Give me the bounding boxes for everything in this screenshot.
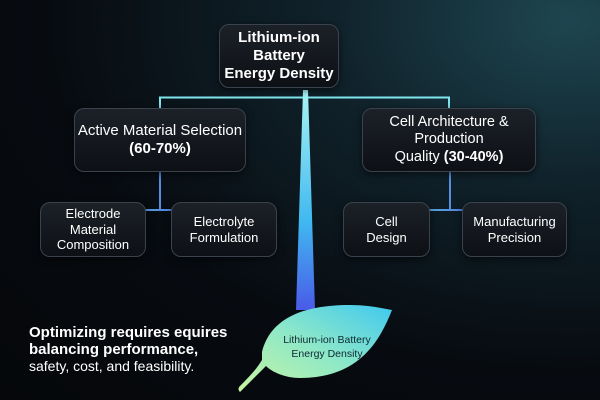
root-title-line2: Energy Density bbox=[224, 65, 334, 82]
note-line1: Optimizing requires equires bbox=[29, 324, 228, 341]
branch-title: Cell Architecture & Production bbox=[389, 113, 509, 148]
branch-share: (30-40%) bbox=[443, 148, 504, 165]
node-label: Precision bbox=[487, 229, 542, 245]
branch-active-material: Active Material Selection(60-70%) bbox=[74, 108, 246, 172]
summary-note: Optimizing requires equires balancing pe… bbox=[29, 324, 228, 375]
node-label: Electrode bbox=[65, 206, 121, 222]
root-title-line1: Lithium-ion Battery bbox=[238, 29, 320, 64]
node-label: Manufacturing bbox=[473, 213, 556, 229]
node-label: Cell bbox=[375, 213, 398, 229]
node-label: Formulation bbox=[189, 229, 259, 245]
node-label: Electrolyte bbox=[193, 213, 255, 229]
node-label: Composition bbox=[56, 237, 130, 253]
branch-title-cont: Quality bbox=[394, 148, 440, 165]
leaf-label-line1: Lithium-ion Battery bbox=[283, 334, 371, 346]
leaf-label: Lithium-ion Battery Energy Density bbox=[272, 334, 382, 361]
leaf-label-line2: Energy Density bbox=[291, 347, 363, 360]
node-label: Material bbox=[69, 221, 117, 237]
note-line2: balancing performance, bbox=[29, 340, 199, 358]
trunk-connector bbox=[296, 90, 315, 310]
branch-share: (60-70%) bbox=[129, 140, 191, 157]
branch-title: Active Material Selection bbox=[77, 122, 243, 139]
node-label: Design bbox=[366, 229, 407, 245]
leaf-icon bbox=[238, 305, 392, 392]
note-line3: safety, cost, and feasibility. bbox=[29, 357, 195, 374]
